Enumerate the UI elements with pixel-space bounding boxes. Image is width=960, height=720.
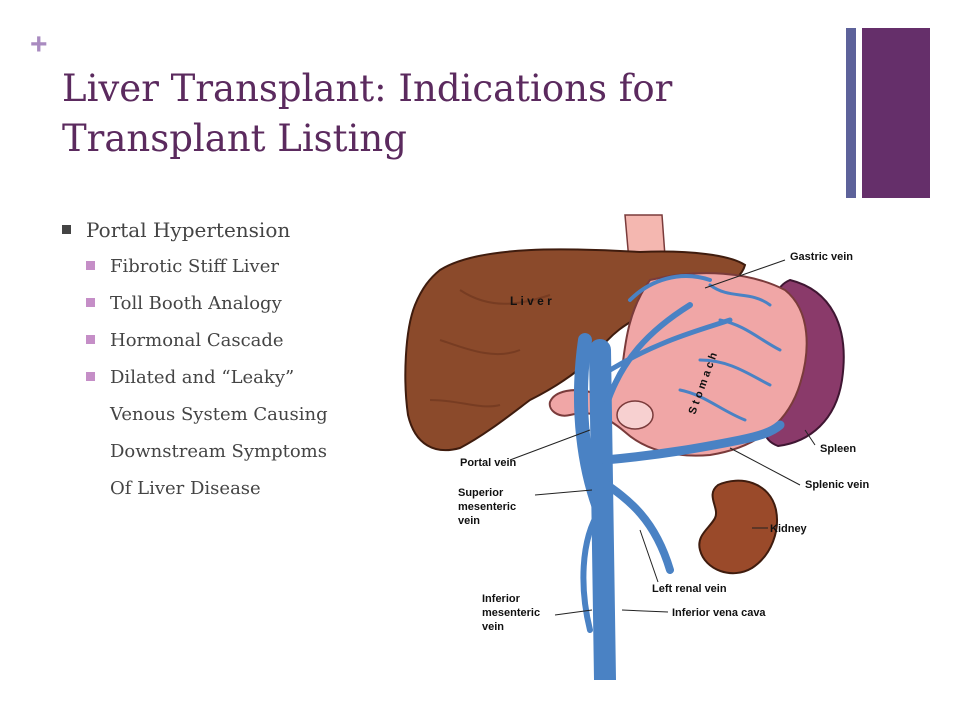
sub-bullet: Dilated and “Leaky” [62,359,392,396]
sub-bullet-text: Dilated and “Leaky” [110,367,295,388]
sub-bullet-text: Toll Booth Analogy [110,293,282,314]
decorative-bar-thick [862,28,930,198]
bullet-list: Portal Hypertension Fibrotic Stiff Liver… [62,212,392,507]
portal-venous-system-diagram: L i v e r S t o m a c h Gastric vein Spl… [404,214,869,680]
inferior-mesenteric-vein-label-2: mesenteric [482,607,540,619]
bullet-main: Portal Hypertension [62,212,392,248]
bullet-main-text: Portal Hypertension [86,218,291,242]
splenic-vein-label: Splenic vein [805,479,869,491]
sub-bullet: Fibrotic Stiff Liver [62,248,392,285]
square-bullet-icon [86,298,95,307]
portal-vein-label: Portal vein [460,457,517,469]
inferior-mesenteric-vein-label-3: vein [482,621,504,633]
liver-label: L i v e r [510,294,552,308]
inferior-mesenteric-vein-label-1: Inferior [482,593,521,605]
sub-bullet-continuation: Of Liver Disease [110,478,261,499]
gastric-vein-label: Gastric vein [790,251,853,263]
superior-mesenteric-vein-label-1: Superior [458,487,504,499]
kidney-label: Kidney [770,523,808,535]
plus-mark: + [30,28,48,61]
square-bullet-icon [86,372,95,381]
sub-bullet-text: Fibrotic Stiff Liver [110,256,279,277]
kidney-shape [698,479,778,575]
sub-bullet-continuation: Venous System Causing [110,404,328,425]
sub-bullet-text: Hormonal Cascade [110,330,284,351]
spleen-label: Spleen [820,443,856,455]
square-bullet-icon [62,225,71,234]
superior-mesenteric-vein-label-2: mesenteric [458,501,516,513]
square-bullet-icon [86,335,95,344]
decorative-bar-thin [846,28,856,198]
sub-bullet: Toll Booth Analogy [62,285,392,322]
slide-title: Liver Transplant: Indications for Transp… [62,67,673,160]
inferior-vena-cava-label: Inferior vena cava [672,607,766,619]
superior-mesenteric-vein-label-3: vein [458,515,480,527]
square-bullet-icon [86,261,95,270]
sub-bullet: Hormonal Cascade [62,322,392,359]
left-renal-vein-label: Left renal vein [652,583,727,595]
sub-bullet-continuation: Downstream Symptoms [110,441,327,462]
